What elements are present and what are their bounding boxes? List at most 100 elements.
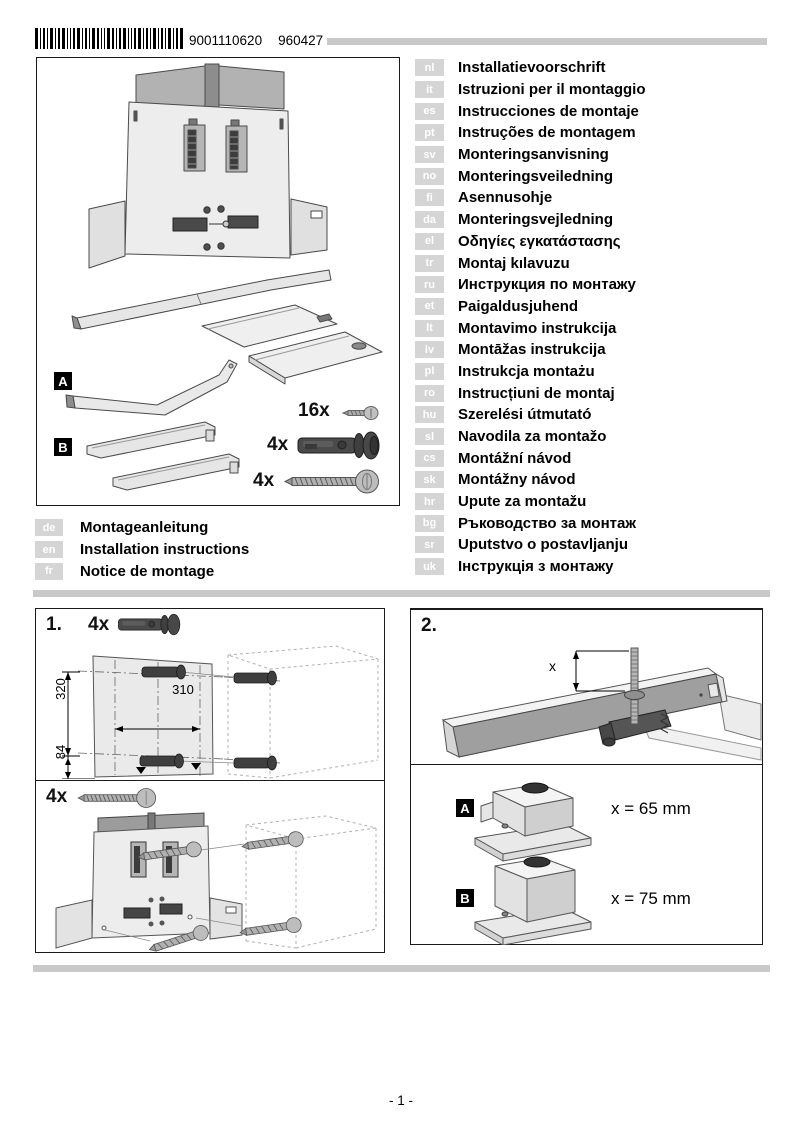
step2-divider	[411, 764, 762, 766]
language-title: Montageanleitung	[80, 519, 209, 537]
language-code-badge: lv	[415, 341, 444, 359]
language-title: Asennusohje	[458, 189, 553, 207]
part-a-badge: A	[54, 372, 72, 390]
language-title: Installation instructions	[80, 541, 250, 559]
middle-divider-bar	[33, 590, 770, 597]
step2-bottom-illustration	[474, 782, 592, 945]
language-code-badge: sk	[415, 471, 444, 489]
language-row: sv Monteringsanvisning	[415, 144, 646, 166]
language-code-badge: en	[35, 541, 63, 559]
step1-dim-320: 320	[53, 678, 68, 700]
long-screw-icon	[283, 469, 379, 494]
anchor-bolt-icon	[118, 613, 181, 636]
language-row: nl Installatievoorschrift	[415, 57, 646, 79]
long-screw-icon	[77, 788, 157, 808]
language-code-badge: bg	[415, 514, 444, 532]
language-row: de Montageanleitung	[35, 517, 249, 539]
language-code-badge: et	[415, 297, 444, 315]
language-row: fi Asennusohje	[415, 187, 646, 209]
parts-overview-box: A B 16x 4x 4x	[36, 57, 400, 506]
language-row: no Monteringsveiledning	[415, 165, 646, 187]
language-title: Istruzioni per il montaggio	[458, 81, 646, 99]
step1-number: 1.	[46, 614, 62, 635]
hardware-qty-16x: 16x	[298, 400, 330, 421]
language-row: tr Montaj kılavuzu	[415, 252, 646, 274]
language-title: Οδηγίες εγκατάστασης	[458, 232, 621, 250]
language-title: Monteringsveiledning	[458, 167, 614, 185]
language-title: Monteringsvejledning	[458, 211, 614, 229]
language-title: Інструкція з монтажу	[458, 558, 614, 576]
language-title: Instruções de montagem	[458, 124, 636, 142]
language-code-badge: de	[35, 519, 63, 537]
language-code-badge: no	[415, 167, 444, 185]
step2-number: 2.	[421, 615, 437, 636]
language-row: fr Notice de montage	[35, 560, 249, 582]
language-code-badge: hu	[415, 406, 444, 424]
language-list-left: de Montageanleitung en Installation instru…	[35, 517, 249, 582]
step1-box: 1. 4x	[35, 608, 385, 953]
language-code-badge: fi	[415, 189, 444, 207]
language-title: Paigaldusjuhend	[458, 297, 579, 315]
language-code-badge: sl	[415, 428, 444, 446]
top-divider-bar	[327, 38, 767, 45]
step2-top-illustration	[441, 647, 762, 761]
language-title: Instrucțiuni de montaj	[458, 384, 615, 402]
language-title: Upute za montažu	[458, 493, 587, 511]
language-row: bg Ръководство за монтаж	[415, 512, 646, 534]
page-number: - 1 -	[388, 1093, 413, 1108]
language-code-badge: el	[415, 232, 444, 250]
language-title: Monteringsanvisning	[458, 146, 609, 164]
exploded-parts-illustration	[65, 63, 383, 491]
language-title: Szerelési útmutató	[458, 406, 592, 424]
language-code-badge: tr	[415, 254, 444, 272]
barcode-code: 960427	[278, 33, 324, 48]
language-title: Montaj kılavuzu	[458, 254, 570, 272]
language-code-badge: es	[415, 102, 444, 120]
language-row: ru Инструкция по монтажу	[415, 274, 646, 296]
step1-divider	[36, 780, 384, 782]
step1-anchor-qty: 4x	[88, 614, 110, 635]
short-screw-icon	[341, 406, 379, 420]
language-title: Инструкция по монтажу	[458, 276, 636, 294]
variant-b-value: x = 75 mm	[611, 889, 691, 908]
step2-box: 2.	[410, 608, 763, 945]
language-row: lv Montāžas instrukcija	[415, 339, 646, 361]
language-code-badge: it	[415, 81, 444, 99]
language-title: Installatievoorschrift	[458, 59, 606, 77]
language-code-badge: lt	[415, 319, 444, 337]
hardware-qty-4x-screw: 4x	[253, 470, 275, 491]
language-row: hu Szerelési útmutató	[415, 404, 646, 426]
language-row: en Installation instructions	[35, 539, 249, 561]
language-code-badge: fr	[35, 562, 63, 580]
variant-a-badge: A	[456, 799, 474, 817]
step1-top-illustration	[62, 645, 379, 779]
language-title: Montāžas instrukcija	[458, 341, 606, 359]
language-row: el Οδηγίες εγκατάστασης	[415, 231, 646, 253]
language-title: Instrucciones de montaje	[458, 102, 639, 120]
language-title: Notice de montage	[80, 562, 215, 580]
language-code-badge: cs	[415, 449, 444, 467]
step1-bottom-illustration	[55, 812, 377, 952]
language-row: uk Інструкція з монтажу	[415, 556, 646, 578]
language-code-badge: sv	[415, 146, 444, 164]
language-title: Uputstvo o postavljanju	[458, 536, 629, 554]
language-code-badge: uk	[415, 558, 444, 576]
barcode	[35, 28, 183, 49]
language-title: Ръководство за монтаж	[458, 514, 636, 532]
hardware-qty-4x-anchor: 4x	[267, 434, 289, 455]
bottom-divider-bar	[33, 965, 770, 972]
language-code-badge: nl	[415, 59, 444, 77]
step1-dim-310: 310	[172, 682, 194, 697]
language-title: Instrukcja montażu	[458, 362, 595, 380]
language-code-badge: ru	[415, 276, 444, 294]
step1-dim-84: 84	[53, 744, 68, 760]
language-row: et Paigaldusjuhend	[415, 296, 646, 318]
language-row: es Instrucciones de montaje	[415, 100, 646, 122]
